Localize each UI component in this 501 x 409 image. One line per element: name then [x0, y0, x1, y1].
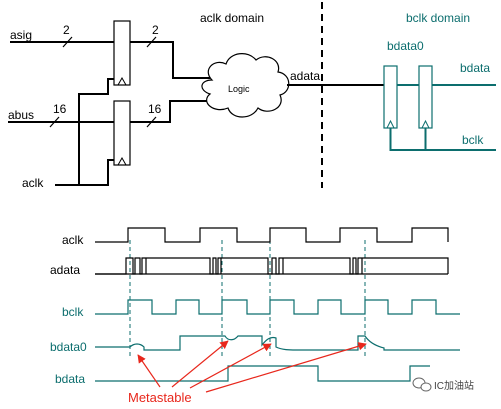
bclk-label: bclk — [462, 133, 484, 147]
timing-bclk-label: bclk — [62, 305, 84, 319]
waveform-adata — [95, 257, 449, 275]
timing-aclk-label: aclk — [62, 233, 84, 247]
bdata-output-label: bdata — [460, 61, 490, 75]
metastable-arrow-3 — [189, 343, 272, 389]
watermark: IC加油站 — [412, 377, 474, 392]
asig-out-width: 2 — [152, 23, 159, 37]
flip-flop-sync1 — [383, 65, 398, 129]
timing-bdata-label: bdata — [55, 372, 85, 386]
asig-label: asig — [10, 28, 32, 42]
timing-diagram: aclk adata bclk bdata0 bdata Metastable … — [50, 227, 474, 405]
metastable-label: Metastable — [128, 390, 192, 405]
waveform-bclk — [95, 299, 460, 315]
waveform-bdata — [95, 365, 430, 382]
asig-in-width: 2 — [63, 23, 70, 37]
adata-label: adata — [290, 69, 320, 83]
metastable-arrow-2 — [171, 340, 229, 388]
aclk-wire — [55, 78, 114, 186]
metastable-arrow-1 — [137, 354, 161, 388]
bclk-domain-label: bclk domain — [406, 11, 470, 25]
asig-output-wire — [130, 41, 210, 79]
waveform-bdata0 — [95, 335, 460, 351]
logic-cloud: Logic — [201, 53, 290, 118]
timing-bdata0-label: bdata0 — [50, 340, 87, 354]
schematic: aclk domain bclk domain asig abus aclk 2… — [8, 2, 496, 190]
abus-label: abus — [8, 108, 34, 122]
abus-output-wire — [130, 100, 212, 123]
abus-in-width: 16 — [53, 102, 67, 116]
logic-label: Logic — [228, 84, 250, 94]
aclk-domain-label: aclk domain — [200, 11, 264, 25]
timing-adata-label: adata — [50, 263, 80, 277]
flip-flop-sync2 — [418, 65, 433, 129]
metastable-arrow-4 — [205, 342, 367, 393]
bclk-wire — [389, 128, 496, 151]
wechat-icon — [412, 377, 432, 392]
bdata0-label: bdata0 — [387, 39, 424, 53]
flip-flop-abus — [113, 100, 131, 166]
flip-flop-asig — [113, 20, 131, 86]
waveform-aclk — [95, 227, 449, 243]
watermark-text: IC加油站 — [434, 379, 474, 392]
aclk-input-label: aclk — [22, 176, 44, 190]
abus-out-width: 16 — [148, 102, 162, 116]
aclk-wire-ff2 — [79, 159, 114, 186]
